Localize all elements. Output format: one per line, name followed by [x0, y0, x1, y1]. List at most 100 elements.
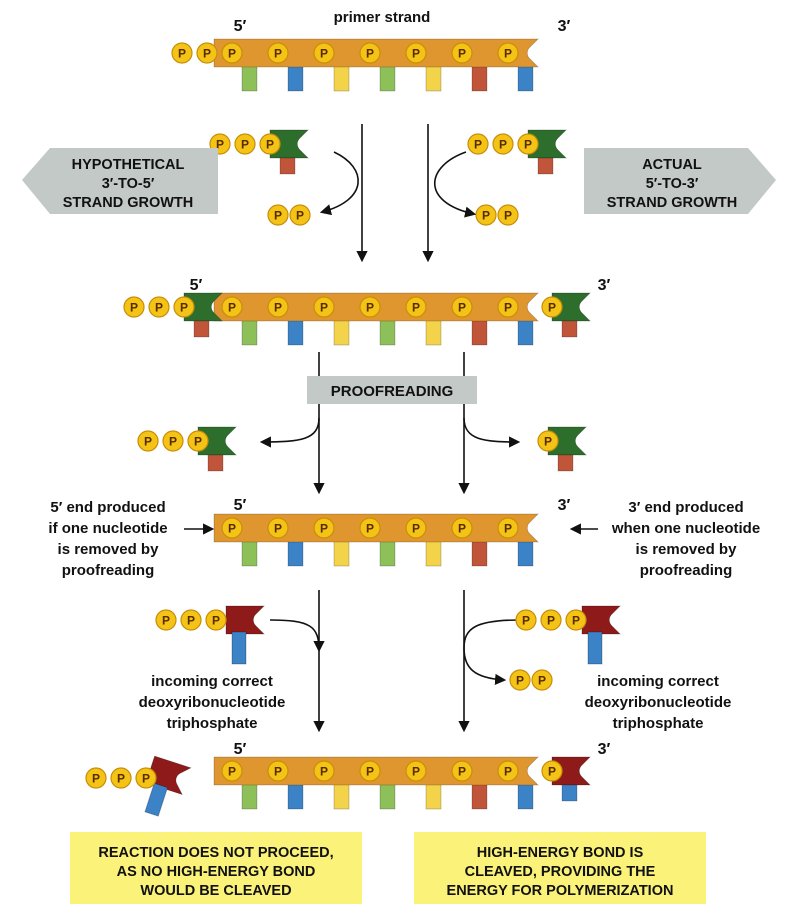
- base: [587, 631, 603, 665]
- proofreading-label: PROOFREADING: [331, 383, 454, 400]
- base: [279, 157, 296, 175]
- phosphate-label: P: [194, 435, 202, 449]
- phosphate-circle: [359, 517, 381, 539]
- phosphate-label: P: [320, 47, 328, 61]
- phosphate-label: P: [366, 301, 374, 315]
- base: [333, 782, 350, 810]
- phosphate-circle: [497, 760, 519, 782]
- base: [241, 64, 258, 92]
- phosphate-circle: [155, 609, 177, 631]
- left-note-line-3: is removed by: [58, 541, 160, 558]
- phosphate-label: P: [538, 674, 546, 688]
- phosphate-circle: [289, 204, 311, 226]
- phosphate-label: P: [274, 47, 282, 61]
- phosphate-label: P: [524, 138, 532, 152]
- phosphate-circle: [492, 133, 514, 155]
- phosphate-label: P: [266, 138, 274, 152]
- phosphate-label: P: [142, 772, 150, 786]
- phosphate-circle: [313, 296, 335, 318]
- phosphate-circle: [313, 517, 335, 539]
- arrows-row-3: [269, 590, 521, 733]
- actual-line-2: 5′-TO-3′: [646, 176, 699, 192]
- phosphate-circle: [162, 430, 184, 452]
- incoming-left-line-2: deoxyribonucleotide: [139, 694, 286, 711]
- phosphate-label: P: [92, 772, 100, 786]
- phosphate-circle: [565, 609, 587, 631]
- phosphate-circle: [221, 42, 243, 64]
- base: [517, 782, 534, 810]
- phosphate-label: P: [274, 209, 282, 223]
- incoming-left-line-3: triphosphate: [167, 715, 258, 732]
- arrows-row-2: [259, 352, 521, 495]
- phosphate-circle: [313, 42, 335, 64]
- hypothetical-line-3: STRAND GROWTH: [63, 195, 194, 211]
- phosphate-circle: [180, 609, 202, 631]
- hypothetical-line-2: 3′-TO-5′: [102, 176, 155, 192]
- phosphate-circle: [205, 609, 227, 631]
- phosphate-circle: [221, 517, 243, 539]
- phosphate-circle: [359, 296, 381, 318]
- nucleotide-body: [225, 605, 265, 635]
- base: [425, 782, 442, 810]
- phosphate-circle: [497, 296, 519, 318]
- phosphate-circle: [135, 767, 157, 789]
- strand4-three-prime: 3′: [598, 741, 611, 758]
- phosphate-circle: [497, 42, 519, 64]
- phosphate-label: P: [117, 772, 125, 786]
- phosphate-circle: [267, 760, 289, 782]
- tilted-nucleotide: [144, 755, 192, 817]
- phosphate-label: P: [412, 765, 420, 779]
- phosphate-circle: [451, 42, 473, 64]
- incoming-label-left: incoming correct deoxyribonucleotide tri…: [139, 673, 286, 732]
- base: [517, 539, 534, 567]
- base: [333, 318, 350, 346]
- phosphate-label: P: [241, 138, 249, 152]
- removed-nucleotide-right: P: [537, 426, 587, 472]
- phosphate-label: P: [548, 765, 556, 779]
- actual-line-1: ACTUAL: [642, 157, 702, 173]
- phosphate-label: P: [504, 522, 512, 536]
- phosphate-label: P: [216, 138, 224, 152]
- phosphate-label: P: [572, 614, 580, 628]
- hypothetical-line-1: HYPOTHETICAL: [72, 157, 185, 173]
- base: [287, 318, 304, 346]
- phosphate-circle: [359, 42, 381, 64]
- phosphate-label: P: [548, 301, 556, 315]
- phosphate-circle: [85, 767, 107, 789]
- phosphate-circle: [451, 760, 473, 782]
- phosphate-label: P: [458, 522, 466, 536]
- base: [379, 64, 396, 92]
- base: [537, 157, 554, 175]
- phosphate-label: P: [320, 765, 328, 779]
- base: [241, 539, 258, 567]
- result-box-left: REACTION DOES NOT PROCEED, AS NO HIGH-EN…: [70, 832, 362, 904]
- base: [425, 539, 442, 567]
- phosphate-circle: [517, 133, 539, 155]
- actual-line-3: STRAND GROWTH: [607, 195, 738, 211]
- phosphate-circle: [405, 296, 427, 318]
- actual-growth-arrow: ACTUAL 5′-TO-3′ STRAND GROWTH: [584, 148, 776, 214]
- phosphate-label: P: [162, 614, 170, 628]
- phosphate-circle: [110, 767, 132, 789]
- phosphate-label: P: [180, 301, 188, 315]
- incoming-right-line-2: deoxyribonucleotide: [585, 694, 732, 711]
- phosphate-circle: [405, 517, 427, 539]
- phosphate-label: P: [458, 47, 466, 61]
- phosphate-circle: [497, 517, 519, 539]
- phosphate-label: P: [178, 47, 186, 61]
- base: [379, 318, 396, 346]
- base: [207, 454, 224, 472]
- added-nucleotide-3prime: [551, 292, 591, 322]
- nucleotide-body: [527, 129, 567, 159]
- phosphate-label: P: [482, 209, 490, 223]
- phosphate-label: P: [458, 301, 466, 315]
- added-correct-nucleotide: [551, 756, 591, 786]
- strand2-three-prime: 3′: [598, 277, 611, 294]
